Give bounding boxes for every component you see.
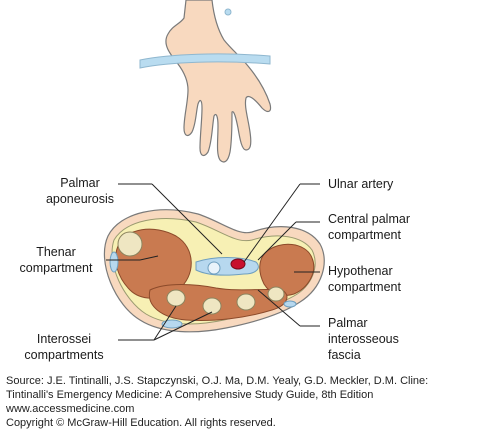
marker-dot [224, 8, 232, 16]
cross-section [103, 209, 325, 333]
source-line-2: Tintinalli's Emergency Medicine: A Compr… [6, 389, 374, 401]
source-line-3: www.accessmedicine.com [6, 403, 135, 415]
label-central-palmar-compartment: Central palmar compartment [328, 212, 410, 242]
source-line-4: Copyright © McGraw-Hill Education. All r… [6, 417, 276, 429]
leader-lines [106, 183, 320, 341]
vessel-dorsal-1 [161, 319, 183, 329]
bone-thumb [117, 231, 143, 257]
source-line-1: Source: J.E. Tintinalli, J.S. Stapczynsk… [6, 375, 429, 387]
bone-4 [267, 286, 285, 302]
vessel-thenar [109, 251, 119, 273]
label-thenar-compartment: Thenar compartment [19, 245, 93, 275]
hand-shape [165, 0, 272, 163]
bone-3 [236, 293, 256, 311]
wrist-band [139, 53, 271, 69]
label-interossei-compartments: Interossei compartments [24, 332, 104, 362]
ulnar-artery [230, 258, 246, 270]
bone-2 [202, 297, 222, 315]
vessel-band [195, 257, 259, 276]
label-hypothenar-compartment: Hypothenar compartment [328, 264, 401, 294]
nerve [207, 261, 221, 275]
hand-icon [165, 0, 272, 163]
vessel-dorsal-2 [283, 300, 297, 308]
hypothenar-muscle [259, 243, 315, 297]
label-palmar-aponeurosis: Palmar aponeurosis [45, 176, 115, 206]
source-credit: Source: J.E. Tintinalli, J.S. Stapczynsk… [6, 374, 482, 430]
label-palmar-interosseous-fascia: Palmar interosseous fascia [328, 316, 399, 362]
label-ulnar-artery: Ulnar artery [328, 177, 394, 191]
bone-1 [166, 289, 186, 307]
